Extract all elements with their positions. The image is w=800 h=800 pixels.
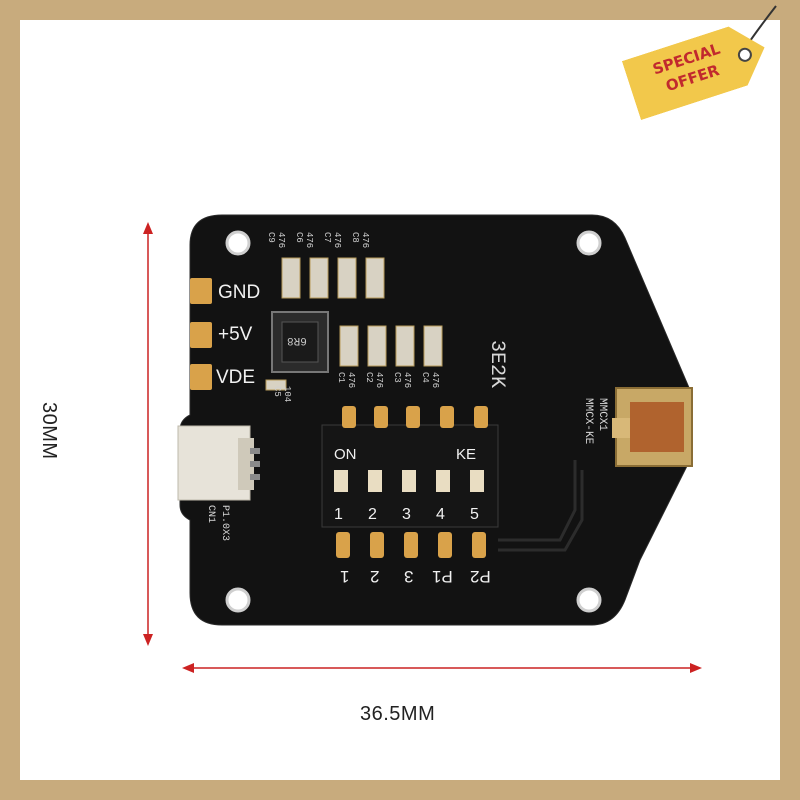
bottom-label-p2: P2 xyxy=(470,567,491,586)
mmcx-connector xyxy=(612,387,693,467)
cap-mid-label-3: 476 xyxy=(402,372,412,389)
bottom-label-2: 2 xyxy=(370,567,380,586)
cap-mid-ref-3: C3 xyxy=(392,372,402,383)
cap-mid-label-1: 476 xyxy=(346,372,356,389)
top-capacitors xyxy=(281,257,385,299)
dip-number-5: 5 xyxy=(470,506,479,523)
dip-number-3: 3 xyxy=(402,506,411,523)
width-arrow xyxy=(182,663,702,673)
cap-mid-ref-4: C4 xyxy=(420,372,430,383)
height-arrow xyxy=(143,222,153,646)
jst-connector xyxy=(177,425,260,501)
small-capacitor xyxy=(265,379,287,391)
jst-label-2: CN1 xyxy=(205,505,216,524)
cap-top-ref-3: C7 xyxy=(322,232,332,243)
small-cap-ref: C5 xyxy=(272,386,282,397)
cap-top-ref-1: C9 xyxy=(266,232,276,243)
cap-mid-label-4: 476 xyxy=(430,372,440,389)
height-dimension-label: 30MM xyxy=(38,402,60,460)
dip-ke-label: KE xyxy=(456,446,477,463)
width-dimension-label: 36.5MM xyxy=(360,703,436,725)
mid-capacitors xyxy=(339,325,443,367)
cap-top-ref-4: C8 xyxy=(350,232,360,243)
cap-mid-label-2: 476 xyxy=(374,372,384,389)
pad-label-gnd: GND xyxy=(218,282,261,303)
dip-number-1: 1 xyxy=(334,506,343,523)
chip-label: 3E2K xyxy=(485,340,508,389)
bottom-label-p1: P1 xyxy=(432,567,453,586)
inductor-label: 6R8 xyxy=(287,334,307,346)
small-cap-label: 104 xyxy=(282,386,292,403)
mounting-holes xyxy=(225,230,602,613)
inductor xyxy=(271,311,329,373)
cap-top-label-3: 476 xyxy=(332,232,342,249)
cap-top-label-2: 476 xyxy=(304,232,314,249)
cap-mid-ref-2: C2 xyxy=(364,372,374,383)
connector-label-2: MMCX-KE xyxy=(582,398,594,445)
dip-on-label: ON xyxy=(334,446,357,463)
dip-switch xyxy=(321,406,499,558)
bottom-label-3: 3 xyxy=(404,567,414,586)
jst-label-1: P1.0X3 xyxy=(219,505,230,542)
pad-label-vde: VDE xyxy=(216,367,256,388)
cap-mid-ref-1: C1 xyxy=(336,372,346,383)
cap-top-ref-2: C6 xyxy=(294,232,304,243)
dip-number-4: 4 xyxy=(436,506,445,523)
bottom-label-1: 1 xyxy=(340,567,350,586)
cap-top-label-4: 476 xyxy=(360,232,370,249)
pad-label-5v: +5V xyxy=(218,324,253,345)
cap-top-label-1: 476 xyxy=(276,232,286,249)
connector-label-1: MMCX1 xyxy=(596,398,608,432)
dip-number-2: 2 xyxy=(368,506,377,523)
pcb-traces xyxy=(498,460,584,552)
power-pads xyxy=(190,278,212,390)
